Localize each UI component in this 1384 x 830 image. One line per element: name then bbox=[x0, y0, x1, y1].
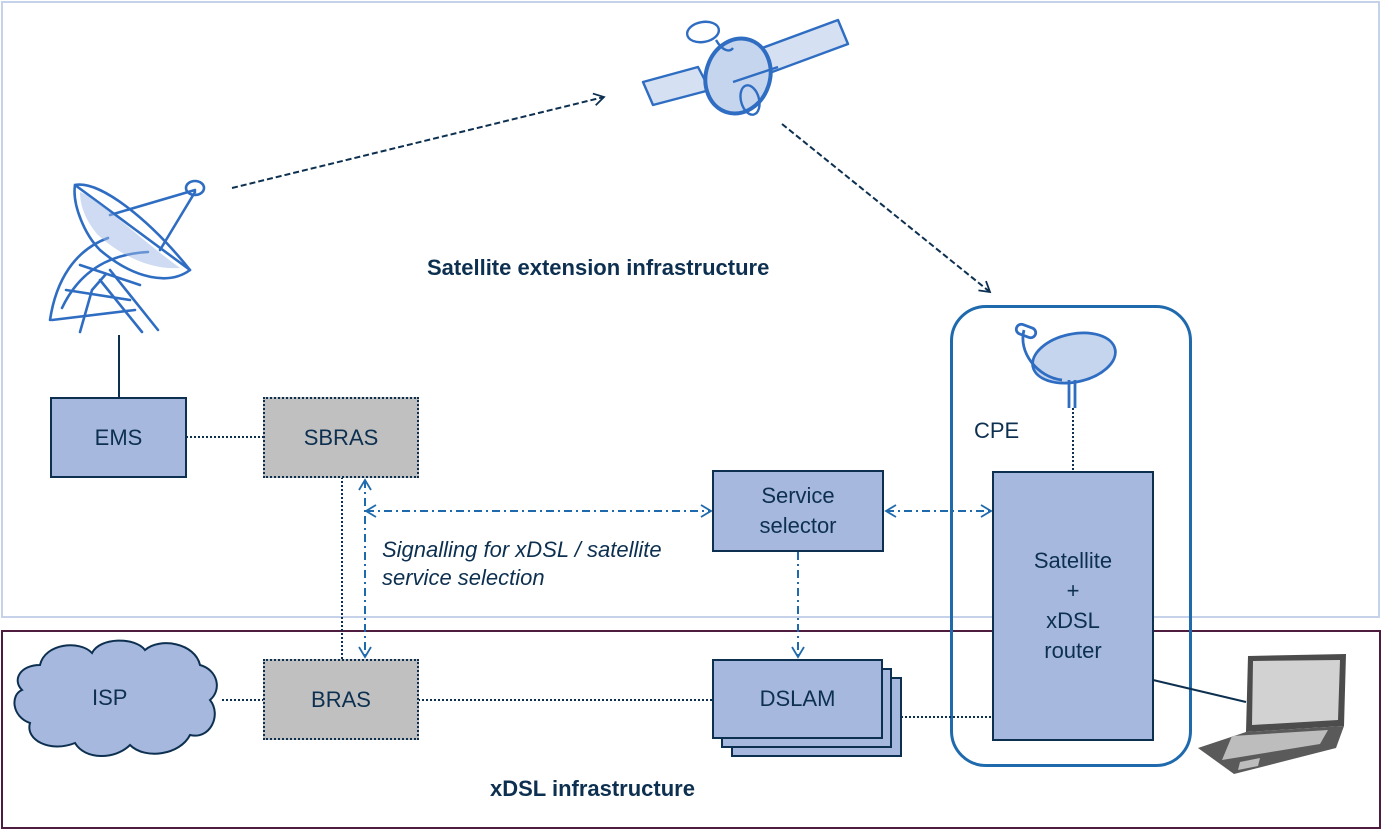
satellite-icon bbox=[641, 18, 850, 116]
xdsl-region-title: xDSL infrastructure bbox=[490, 776, 695, 801]
satellite-dish-icon bbox=[1014, 322, 1117, 408]
signalling-annotation: Signalling for xDSL / satellite service … bbox=[382, 536, 662, 592]
satellite-infrastructure-region bbox=[1, 1, 1380, 618]
router-label-line1: Satellite bbox=[1033, 548, 1113, 573]
laptop-icon bbox=[1198, 654, 1346, 774]
isp-cloud bbox=[13, 639, 218, 757]
router-label-line2: + bbox=[1066, 578, 1080, 603]
bras-label: BRAS bbox=[311, 686, 371, 712]
satellite-region-title: Satellite extension infrastructure bbox=[427, 255, 770, 280]
router-label-line3: xDSL bbox=[1046, 608, 1100, 633]
signalling-annotation-line1: Signalling for xDSL / satellite bbox=[382, 537, 662, 562]
service-selector-label-line2: selector bbox=[759, 513, 837, 538]
satellite-ground-station-icon bbox=[48, 179, 206, 334]
signalling-annotation-line2: service selection bbox=[382, 565, 545, 590]
bras-node[interactable]: BRAS bbox=[263, 659, 419, 740]
sbras-node[interactable]: SBRAS bbox=[263, 397, 419, 478]
dslam-node[interactable]: DSLAM bbox=[712, 659, 883, 739]
router-laptop-link bbox=[1152, 679, 1247, 703]
dslam-label: DSLAM bbox=[759, 686, 836, 711]
service-selector-label-line1: Service bbox=[761, 483, 835, 508]
ems-label: EMS bbox=[94, 424, 143, 450]
satellite-xdsl-router-node[interactable]: Satellite + xDSL router bbox=[992, 471, 1154, 741]
cpe-label: CPE bbox=[974, 418, 1020, 443]
service-selector-node[interactable]: Service selector bbox=[712, 470, 884, 552]
downlink-arrow bbox=[781, 123, 992, 294]
isp-label: ISP bbox=[92, 685, 128, 710]
ems-node[interactable]: EMS bbox=[50, 397, 187, 478]
cpe-frame bbox=[950, 305, 1192, 767]
uplink-arrow bbox=[231, 92, 606, 189]
router-label-line4: router bbox=[1044, 638, 1102, 663]
sbras-label: SBRAS bbox=[303, 424, 379, 450]
xdsl-infrastructure-region bbox=[1, 630, 1381, 829]
